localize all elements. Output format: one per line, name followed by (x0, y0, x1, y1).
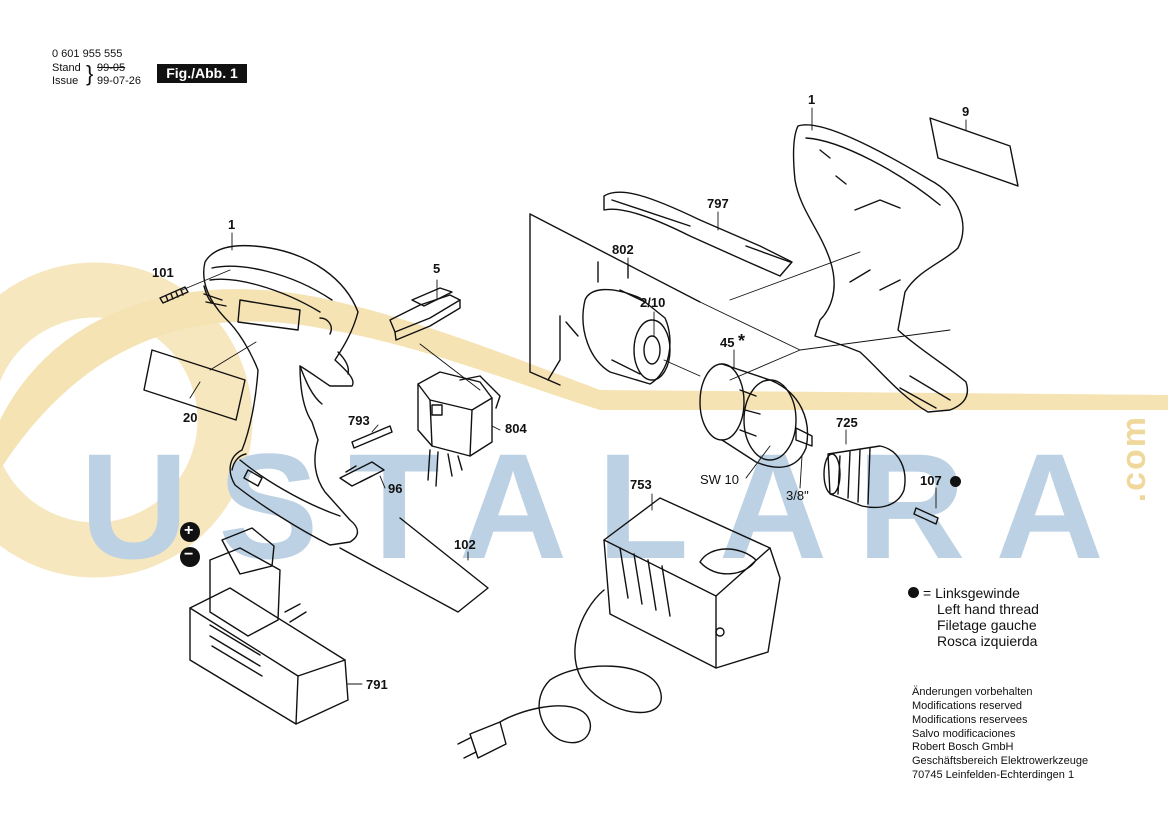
watermark-text: USTALARA (80, 422, 1134, 590)
housing-right (792, 124, 969, 413)
callout-sw10: SW 10 (700, 472, 740, 487)
housing-left (203, 244, 359, 546)
stand-value: 99-05 (97, 62, 126, 74)
plus-marker (180, 522, 200, 542)
callout-791: 791 (366, 677, 388, 692)
callout-102: 102 (454, 537, 476, 552)
screw-107 (913, 507, 939, 525)
callout-725: 725 (836, 415, 858, 430)
callout-20: 20 (183, 410, 198, 425)
figure-label: Fig./Abb. 1 (157, 64, 247, 83)
strap-797 (603, 191, 793, 277)
screw-101 (159, 286, 189, 304)
callout-5: 5 (433, 261, 441, 276)
callout-96: 96 (388, 481, 403, 496)
switch-slide-5 (389, 287, 461, 341)
callout-793: 793 (348, 413, 370, 428)
legend-left-thread-marker (908, 587, 919, 598)
label-20 (143, 349, 246, 421)
callout-797: 797 (707, 196, 729, 211)
callout-9: 9 (962, 104, 970, 119)
callout-802: 802 (612, 242, 634, 257)
callout-1-left: 1 (228, 217, 236, 232)
bracket-802 (529, 213, 701, 386)
watermark-circle (0, 262, 253, 578)
callout-2-10: 2/10 (640, 295, 666, 310)
part-number: 0 601 955 555 (52, 48, 123, 60)
issue-value: 99-07-26 (97, 75, 142, 87)
motor-2-10 (547, 288, 671, 385)
leader-lines (189, 107, 967, 561)
plus-sign: + (184, 522, 194, 539)
chuck-725 (823, 445, 906, 509)
note-address: 70745 Leinfelden-Echterdingen 1 (912, 769, 1075, 781)
note-line-4: Salvo modificaciones (912, 728, 1016, 740)
legend-line-4: Rosca izquierda (937, 633, 1038, 649)
asterisk-marker: * (738, 331, 746, 351)
issue-label: Issue (52, 75, 79, 87)
callout-753: 753 (630, 477, 652, 492)
note-line-3: Modifications reservees (912, 714, 1028, 726)
legend-line-2: Left hand thread (937, 601, 1039, 617)
note-line-1: Änderungen vorbehalten (912, 686, 1033, 698)
wire-102 (339, 517, 489, 613)
header-brace: } (86, 61, 94, 86)
switch-804 (417, 371, 501, 487)
label-9 (929, 117, 1019, 187)
legend-line-3: Filetage gauche (937, 617, 1037, 633)
callout-3-8: 3/8" (786, 488, 809, 503)
minus-marker (180, 547, 200, 567)
note-line-2: Modifications reserved (912, 700, 1023, 712)
charger-753 (603, 497, 781, 669)
callout-804: 804 (505, 421, 527, 436)
minus-sign: − (184, 546, 194, 563)
callout-1-right: 1 (808, 92, 816, 107)
charger-cord (457, 589, 662, 759)
clip-96 (339, 461, 385, 487)
callout-45: 45 (720, 335, 735, 350)
gearbox-45 (699, 363, 813, 468)
legend-line-1: = Linksgewinde (923, 585, 1020, 601)
note-company: Robert Bosch GmbH (912, 741, 1014, 753)
left-thread-marker-107 (950, 476, 961, 487)
stand-label: Stand (52, 62, 81, 74)
contact-793 (351, 425, 393, 449)
battery-pack-791 (189, 527, 349, 725)
note-division: Geschäftsbereich Elektrowerkzeuge (912, 755, 1089, 767)
callout-107: 107 (920, 473, 942, 488)
callout-101: 101 (152, 265, 174, 280)
